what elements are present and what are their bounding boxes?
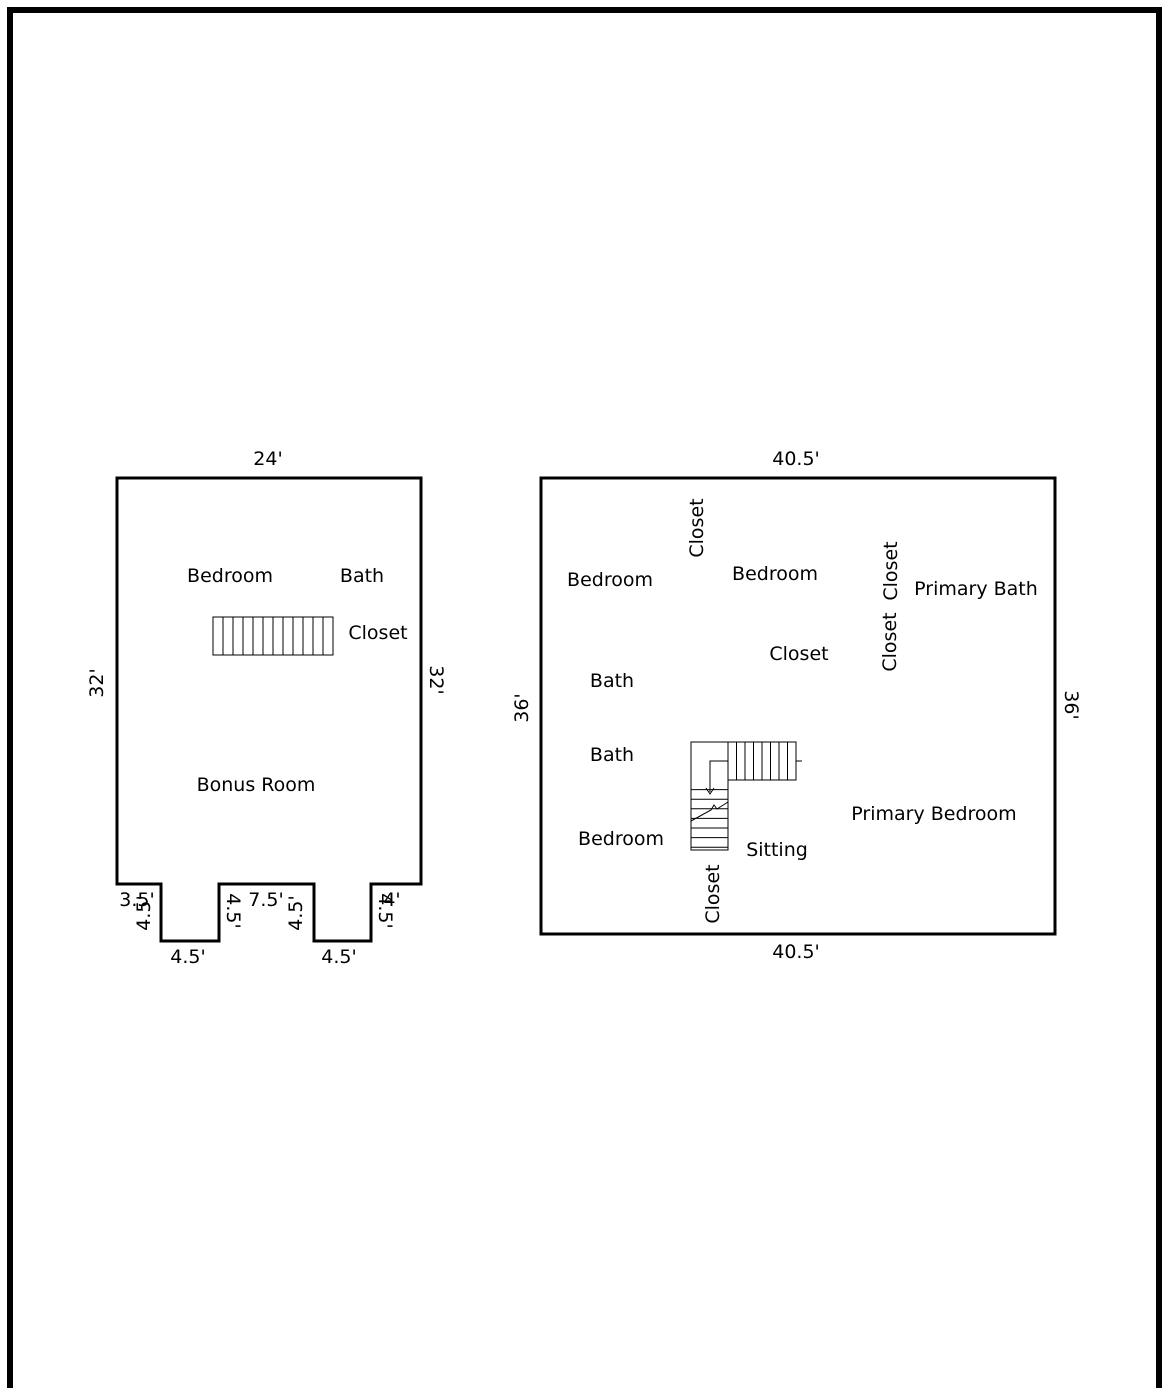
main-room-bath-upper: Bath [590, 670, 634, 692]
main-room-sitting: Sitting [746, 839, 808, 861]
upper-dim-middle-width: 7.5' [248, 889, 283, 911]
main-room-bath-lower: Bath [590, 744, 634, 766]
main-dim-top: 40.5' [772, 448, 820, 470]
main-room-closet-bottom: Closet [702, 864, 724, 923]
upper-room-bonus-room: Bonus Room [197, 774, 316, 796]
main-room-closet-right-upper: Closet [880, 541, 902, 600]
main-room-closet-center: Closet [769, 643, 828, 665]
upper-dim-notch-right-depth: 4.5' [374, 893, 396, 928]
upper-room-bedroom: Bedroom [187, 565, 273, 587]
upper-room-closet: Closet [348, 622, 407, 644]
upper-dim-bay2-left-depth: 4.5' [285, 895, 307, 930]
main-floor-plan: 40.5' 40.5' 36' 36' Closet Bedroom Bedro… [511, 448, 1082, 963]
page-border [7, 7, 1162, 1393]
upper-room-bath: Bath [340, 565, 384, 587]
main-room-primary-bedroom: Primary Bedroom [851, 803, 1016, 825]
upper-stair-icon [212, 616, 334, 656]
main-stair-icon [690, 741, 802, 851]
main-room-bedroom-lower: Bedroom [578, 828, 664, 850]
upper-dim-bay2-bottom: 4.5' [321, 946, 356, 968]
main-dim-left: 36' [511, 693, 533, 722]
upper-dim-bay1-bottom: 4.5' [170, 946, 205, 968]
upper-dim-notch-left-width: 3.5' [119, 889, 154, 911]
upper-dim-top: 24' [253, 448, 282, 470]
upper-floor-plan: 24' 32' 32' 3.5' 4.5' 4.5' 4.5' 7.5' 4.5… [86, 448, 447, 968]
main-room-closet-right-lower: Closet [879, 612, 901, 671]
main-dim-right: 36' [1060, 690, 1082, 719]
main-room-bedroom-center: Bedroom [732, 563, 818, 585]
main-room-primary-bath: Primary Bath [914, 578, 1038, 600]
main-dim-bottom: 40.5' [772, 941, 820, 963]
upper-dim-right: 32' [425, 665, 447, 694]
main-room-closet-top: Closet [686, 498, 708, 557]
upper-dim-notch-right-width: 4' [383, 889, 400, 911]
upper-dim-left: 32' [86, 668, 108, 697]
upper-dim-notch-left-depth: 4.5' [133, 895, 155, 930]
upper-floor-outline [115, 476, 423, 943]
main-room-bedroom-left: Bedroom [567, 569, 653, 591]
main-floor-outline [539, 476, 1057, 936]
upper-dim-bay1-right-depth: 4.5' [222, 893, 244, 928]
